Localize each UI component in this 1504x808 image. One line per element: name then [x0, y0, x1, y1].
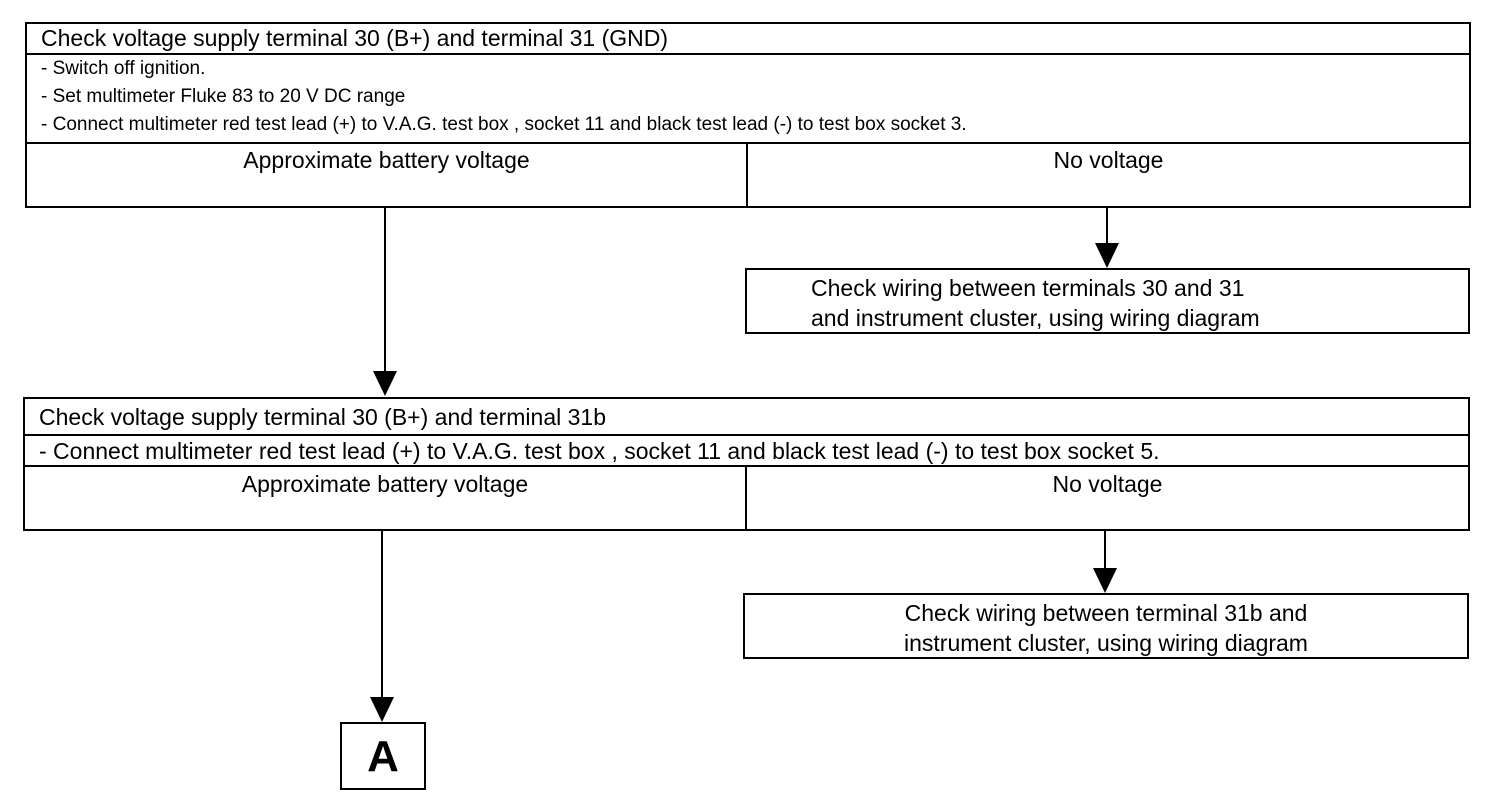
action1-wiring-check-box: Check wiring between terminals 30 and 31… — [745, 268, 1470, 334]
action2-wiring-check-box: Check wiring between terminal 31b and in… — [743, 593, 1469, 659]
step1-instruction: - Switch off ignition. — [41, 58, 206, 79]
step1-no-branch-label: No voltage — [1053, 147, 1164, 173]
arrowhead-down-icon — [1093, 568, 1117, 593]
step2-instruction: - Connect multimeter red test lead (+) t… — [39, 438, 1160, 464]
connector-a-box: A — [340, 722, 426, 790]
divider — [745, 465, 747, 529]
step2-yes-branch-label: Approximate battery voltage — [241, 471, 529, 497]
step1-check-box: Check voltage supply terminal 30 (B+) an… — [25, 22, 1471, 208]
step2-check-box: Check voltage supply terminal 30 (B+) an… — [23, 397, 1470, 531]
divider — [746, 142, 748, 206]
action1-line1: Check wiring between terminals 30 and 31 — [811, 275, 1245, 301]
step2-title: Check voltage supply terminal 30 (B+) an… — [39, 404, 606, 430]
action1-line2: and instrument cluster, using wiring dia… — [811, 305, 1260, 331]
arrowhead-down-icon — [370, 697, 394, 722]
step1-title: Check voltage supply terminal 30 (B+) an… — [41, 25, 669, 51]
action2-line2: instrument cluster, using wiring diagram — [904, 630, 1308, 656]
divider — [25, 434, 1468, 436]
step1-instruction: - Set multimeter Fluke 83 to 20 V DC ran… — [41, 86, 406, 107]
step1-yes-branch-label: Approximate battery voltage — [243, 147, 530, 173]
arrowhead-down-icon — [1095, 243, 1119, 268]
arrowhead-down-icon — [373, 371, 397, 396]
step2-no-branch-label: No voltage — [1052, 471, 1163, 497]
divider — [27, 53, 1469, 55]
connector-a-label: A — [367, 732, 399, 781]
step1-instruction: - Connect multimeter red test lead (+) t… — [41, 114, 967, 135]
divider — [27, 142, 1469, 144]
action2-line1: Check wiring between terminal 31b and — [904, 600, 1308, 626]
